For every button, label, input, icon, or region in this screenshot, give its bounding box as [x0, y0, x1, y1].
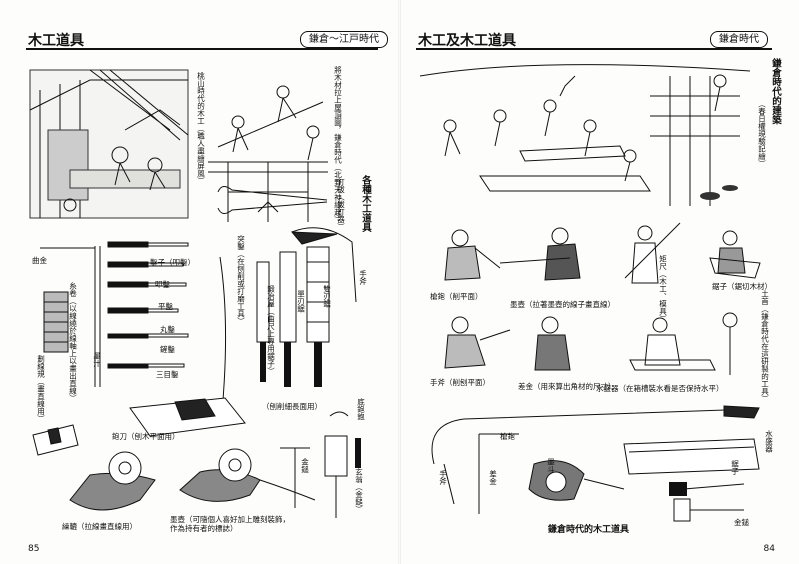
caption-kawakanna: 底鉋鉋 [356, 398, 366, 421]
caption-kebiki: 劃線規（畫直線用） [36, 355, 46, 423]
caption-scene-sashigane: 差金（用來算出角材的尺寸） [518, 382, 616, 391]
sashigane-illustration [40, 246, 101, 387]
kamakura-building-scene [419, 64, 751, 206]
caption-scene-tsuchi: 土首（鎌倉時代在這研製的工具） [760, 290, 770, 403]
right-section-heading: 鎌倉時代的建築 [770, 58, 781, 125]
caption-scene-kanejaku: 矩尺（木工、模具） [658, 255, 668, 323]
book-gutter [398, 0, 401, 564]
caption-scene-nokogiri: 鋸子（鋸切木材） [712, 282, 772, 291]
caption-scene-chona-2: 手斧（削刨平面） [430, 378, 490, 387]
caption-kurumagiri: 繰轆（拉線畫直線用） [62, 522, 137, 531]
tsukinomi-illustration [219, 256, 227, 413]
right-tools-heading: 鎌倉時代的木工道具 [548, 525, 630, 535]
right-page: 木工及木工道具 鎌倉時代 鎌倉時代的建築 （春日權現驗記繪） [400, 0, 799, 564]
chisels-illustration [107, 241, 189, 369]
workshop-painting [29, 69, 189, 219]
kamakura-tools-illustration [431, 405, 760, 522]
craftsmen-scene-row-1 [444, 222, 761, 284]
right-era-tag: 鎌倉時代 [710, 31, 768, 48]
right-title-rule [416, 48, 772, 50]
caption-painting-1: 桃山時代的木工（職人盡繪屏風） [196, 72, 206, 185]
caption-kanazuchi: 金鎚 [300, 458, 310, 473]
caption-tool-nokogiri: 鋸子 [730, 460, 740, 475]
left-section-heading: 各種木工道具 [360, 175, 371, 232]
right-page-title: 木工及木工道具 [418, 33, 516, 49]
caption-scene-chona: 槍鉋（削平面） [430, 292, 483, 301]
small-kanna-illustration [32, 424, 79, 456]
caption-tool-kanazuchi: 金鎚 [734, 518, 749, 527]
caption-kugi-nuki: 釘拔（拔釘器） [336, 178, 346, 231]
caption-nomi-4: 丸鑿 [160, 325, 175, 334]
caption-nomi: 鑿子（叩鑿） [150, 258, 195, 267]
caption-tool-chona: 手斧 [438, 470, 448, 485]
left-page: 木工道具 鎌倉～江戸時代 桃山時代的木工（職人盡繪屏風） [0, 0, 399, 564]
caption-nomi-2: 叩鑿 [155, 280, 170, 289]
caption-sashigane: 曲金 [32, 256, 47, 265]
caption-sumitsubo: 墨壺（可隨個人喜好加上雕刻裝飾，作為持有者的標誌） [170, 515, 290, 533]
left-title-rule [26, 48, 378, 50]
caption-tsukinomi: 突鑿（在刨削或打磨工具） [236, 235, 246, 325]
left-era-tag: 鎌倉～江戸時代 [300, 31, 388, 48]
craftsmen-scene-row-2 [444, 312, 738, 375]
caption-kanna: 鉋刀（刨木平面用） [112, 432, 180, 441]
left-page-number: 85 [28, 544, 40, 554]
left-page-title: 木工道具 [28, 33, 84, 49]
caption-nokogiri-2: 單刃鋸 [296, 290, 306, 313]
roof-painting [208, 85, 328, 222]
sumitsubo-illustration [69, 448, 316, 511]
caption-scene-sumisashi: 墨壺（拉著墨壺的線子畫直線） [510, 300, 615, 309]
caption-tool-sumitsubo: 墨斗 [546, 458, 556, 473]
right-section-source: （春日權現驗記繪） [757, 100, 767, 168]
hammers-illustration [280, 411, 361, 518]
caption-painting-2: 將木材拉上屋頂圖，鎌倉時代（北野天神緣起） [333, 66, 343, 224]
caption-tool-mizumori: 水盛器 [764, 430, 774, 453]
caption-nomi-3: 平鑿 [158, 302, 173, 311]
caption-nokogiri-3: 鍛冶屋（曲尺上專用鋸子） [266, 285, 276, 375]
caption-genno: 玄翁（金鎚） [354, 468, 364, 513]
right-page-number: 84 [763, 544, 775, 554]
caption-nokogiri-1: 雙刃鋸 [322, 285, 332, 308]
caption-tool-sashigane: 差金 [488, 470, 498, 485]
kanna-illustration [129, 397, 246, 437]
caption-nomi-5: 鏟鑿 [160, 345, 175, 354]
caption-tsuboginu: 墨汁 [92, 352, 102, 367]
caption-nomi-6: 三目鑿 [156, 370, 179, 379]
caption-ono: 手斧 [358, 270, 368, 285]
caption-scene-mizumori: 水盛器（在箱槽裝水看是否保持水平） [596, 384, 724, 393]
saws-illustration [256, 227, 357, 387]
caption-itoshiki: 糸卷（以線繞於線軸上以畫出直線） [68, 282, 78, 402]
caption-tool-yariganna: 槍鉋 [500, 432, 515, 441]
kugi-nuki-illustration [217, 186, 328, 214]
caption-kanna-note: （刨削細長面用） [262, 402, 322, 411]
